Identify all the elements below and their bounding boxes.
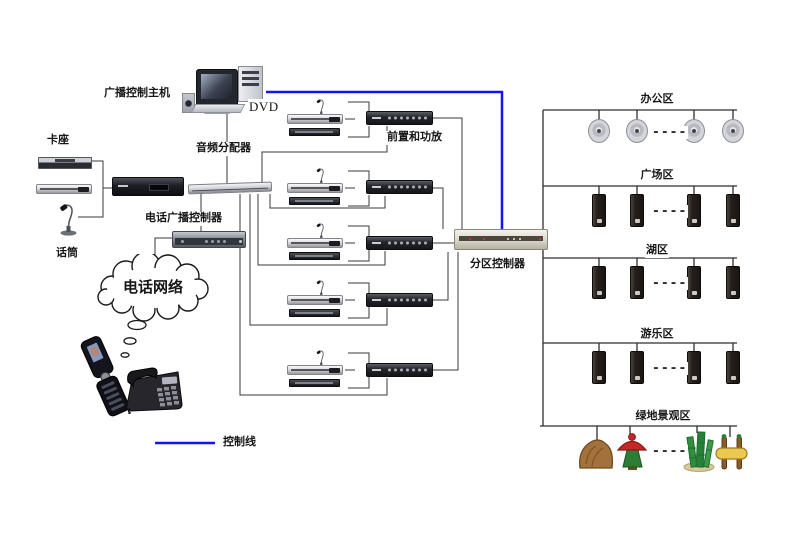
- cassette-deck-2: [36, 184, 92, 194]
- microphone-label: 话筒: [55, 247, 79, 261]
- zone-label-amusement: 游乐区: [639, 328, 675, 342]
- preamp-amplifier-3: [366, 236, 433, 250]
- rock-speaker-icon: [579, 439, 614, 469]
- tape-deck: [289, 128, 340, 136]
- phone-network-label: 电话网络: [123, 279, 184, 296]
- tape-deck: [289, 379, 340, 387]
- preamp-amplifier-2: [366, 180, 433, 194]
- drops-office: [598, 110, 734, 120]
- preamp-amplifier-4: [366, 293, 433, 307]
- bamboo-speaker-icon: [683, 431, 715, 472]
- wire-bracket-g2: [345, 170, 370, 207]
- phone-controller-label: 电话广播控制器: [144, 212, 223, 226]
- wire-feed-3: [257, 194, 386, 266]
- dvd-label: DVD: [248, 99, 280, 115]
- zone-controller-device: [454, 229, 548, 250]
- ceiling-speaker: [722, 119, 744, 143]
- zone-label-green: 绿地景观区: [634, 410, 692, 424]
- zone-controller-label: 分区控制器: [469, 258, 526, 272]
- column-speaker: [630, 351, 644, 384]
- phone-network-cloud: [97, 254, 209, 322]
- tape-deck: [289, 309, 340, 317]
- column-speaker: [687, 351, 701, 384]
- preamp-amplifier-1: [366, 111, 433, 125]
- column-speaker: [687, 266, 701, 299]
- mushroom-speaker-icon: [616, 433, 648, 470]
- preamp-amplifier-5: [366, 363, 433, 377]
- wire-amp4-ctl: [433, 252, 449, 301]
- more-speakers-ellipsis: ----: [651, 361, 689, 376]
- wire-cassette-bracket: [78, 160, 112, 218]
- legend-control-line-label: 控制线: [222, 436, 257, 450]
- drops-plaza: [598, 186, 734, 194]
- wire-feed-4: [249, 194, 388, 326]
- drops-lake: [598, 258, 734, 266]
- wire-bracket-g3: [345, 225, 370, 262]
- wire-amp1-ctl: [433, 117, 463, 229]
- column-speaker: [592, 266, 606, 299]
- pc-monitor-icon: [196, 69, 238, 107]
- host-label: 广播控制主机: [103, 87, 171, 101]
- dvd-player: [287, 114, 343, 124]
- signpost-speaker-icon: [715, 434, 748, 470]
- mobile-phone-icon: [80, 336, 130, 417]
- column-speaker: [687, 194, 701, 227]
- column-speaker: [592, 351, 606, 384]
- microphone-icon: [58, 198, 78, 236]
- more-speakers-ellipsis: ----: [651, 444, 689, 459]
- wire-amp2-ctl: [433, 187, 444, 229]
- ceiling-speaker: [588, 119, 610, 143]
- pc-tower-icon: [238, 66, 263, 102]
- column-speaker: [630, 194, 644, 227]
- dvd-player: [287, 365, 343, 375]
- audio-distributor-label: 音频分配器: [195, 142, 252, 156]
- tape-deck: [289, 252, 340, 260]
- column-speaker: [630, 266, 644, 299]
- zone-label-plaza: 广场区: [639, 169, 675, 183]
- ceiling-speaker: [626, 119, 648, 143]
- wire-bracket-g1: [345, 101, 370, 138]
- column-speaker: [726, 266, 740, 299]
- more-speakers-ellipsis: ----: [651, 125, 689, 140]
- wire-bracket-g4: [345, 282, 370, 319]
- drops-green: [596, 426, 731, 444]
- dvd-player: [287, 183, 343, 193]
- control-line-host-to-controller: [266, 90, 504, 229]
- tape-deck: [289, 197, 340, 205]
- wire-feed-5: [239, 194, 388, 396]
- phone-broadcast-controller-device: [172, 231, 246, 248]
- more-speakers-ellipsis: ----: [651, 276, 689, 291]
- wire-amp5-ctl: [433, 252, 459, 371]
- more-speakers-ellipsis: ----: [651, 204, 689, 219]
- column-speaker: [726, 351, 740, 384]
- column-speaker: [592, 194, 606, 227]
- zone-label-office: 办公区: [639, 93, 675, 107]
- pc-keyboard-icon: [190, 104, 246, 113]
- wire-bracket-g5: [345, 352, 370, 389]
- thought-bubbles-icon: [120, 319, 147, 358]
- cassette-deck-label: 卡座: [46, 134, 70, 148]
- dvd-player: [287, 295, 343, 305]
- drops-amusement: [598, 343, 734, 351]
- dvd-player: [287, 238, 343, 248]
- desk-phone-icon: [126, 367, 183, 414]
- preamp-label: 前置和功放: [386, 131, 443, 145]
- column-speaker: [726, 194, 740, 227]
- zone-label-lake: 湖区: [645, 244, 669, 258]
- cassette-deck-1: [38, 157, 92, 169]
- main-amplifier: [112, 177, 184, 196]
- wire-feed-2: [269, 194, 386, 209]
